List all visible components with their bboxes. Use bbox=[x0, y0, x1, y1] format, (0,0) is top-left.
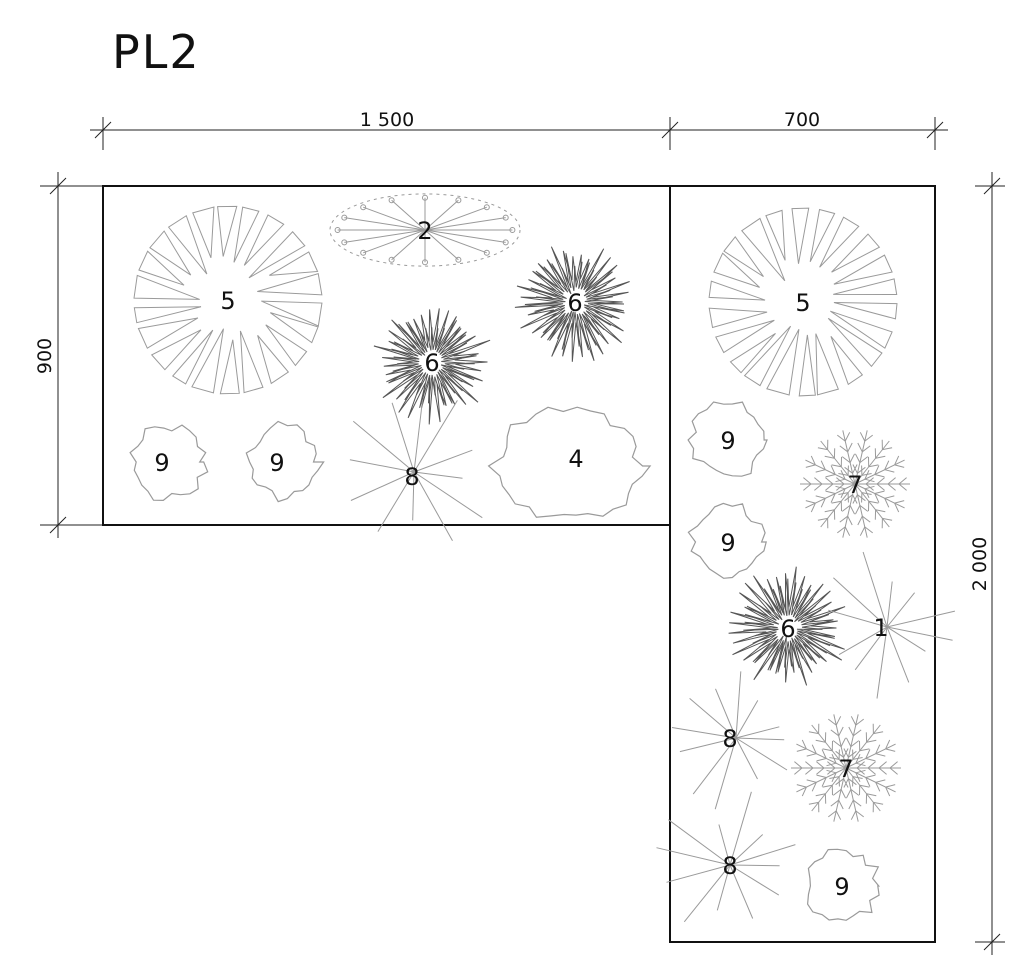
plant-label: 9 bbox=[720, 427, 735, 455]
plant-symbol-spiky: 6 bbox=[728, 566, 846, 686]
plant-symbol-rays: 8 bbox=[671, 671, 788, 810]
dimension-right-label: 2 000 bbox=[969, 537, 991, 591]
plant-label: 8 bbox=[722, 852, 737, 880]
plant-label: 6 bbox=[780, 615, 795, 643]
plant-label: 5 bbox=[795, 289, 810, 317]
dimension-top-left-label: 1 500 bbox=[360, 109, 414, 131]
plant-symbol-pinwheel: 5 bbox=[133, 205, 323, 395]
dimension-left: 900 bbox=[34, 172, 103, 538]
plant-symbol-rays: 8 bbox=[656, 791, 796, 923]
plant-symbol-spiky: 6 bbox=[514, 246, 630, 362]
plant-symbol-feathery: 7 bbox=[791, 714, 901, 822]
plant-label: 7 bbox=[838, 755, 853, 783]
dimension-right: 2 000 bbox=[969, 172, 1005, 955]
plant-label: 5 bbox=[220, 287, 235, 315]
plant-label: 9 bbox=[834, 873, 849, 901]
plan-title: PL2 bbox=[112, 25, 201, 79]
plant-symbol-blob: 9 bbox=[245, 420, 325, 503]
plant-symbol-spiky: 6 bbox=[373, 308, 491, 425]
plant-label: 7 bbox=[847, 471, 862, 499]
plant-symbol-blob: 9 bbox=[806, 848, 881, 921]
plant-label: 2 bbox=[417, 217, 432, 245]
plant-label: 1 bbox=[873, 614, 888, 642]
plant-label: 4 bbox=[568, 445, 583, 473]
plant-label: 6 bbox=[567, 289, 582, 317]
plant-symbol-rays: 8 bbox=[349, 399, 483, 542]
plant-symbol-rays: 1 bbox=[828, 551, 956, 699]
plant-symbol-blob: 9 bbox=[687, 401, 768, 477]
plant-label: 9 bbox=[269, 449, 284, 477]
plant-label: 8 bbox=[722, 725, 737, 753]
dimension-left-label: 900 bbox=[34, 338, 56, 374]
plant-symbol-pinwheel: 5 bbox=[708, 207, 898, 397]
plant-label: 9 bbox=[154, 449, 169, 477]
plant-symbol-blob: 9 bbox=[129, 424, 209, 502]
dimension-top: 1 500 700 bbox=[90, 109, 948, 150]
plant-label: 9 bbox=[720, 529, 735, 557]
plant-symbol-blob: 9 bbox=[687, 502, 767, 579]
bed-right bbox=[669, 185, 936, 943]
plant-symbols: 5 2 6 6 9 9 8 4 5 9 7 9 6 1 8 7 8 9 bbox=[129, 193, 956, 923]
bed-top-left bbox=[102, 185, 671, 526]
plant-symbol-feathery: 7 bbox=[800, 430, 910, 538]
plant-label: 8 bbox=[404, 463, 419, 491]
plant-symbol-leafy: 2 bbox=[329, 193, 521, 267]
dimension-top-right-label: 700 bbox=[784, 109, 820, 131]
plant-label: 6 bbox=[424, 349, 439, 377]
plant-symbol-cloud: 4 bbox=[487, 406, 652, 518]
